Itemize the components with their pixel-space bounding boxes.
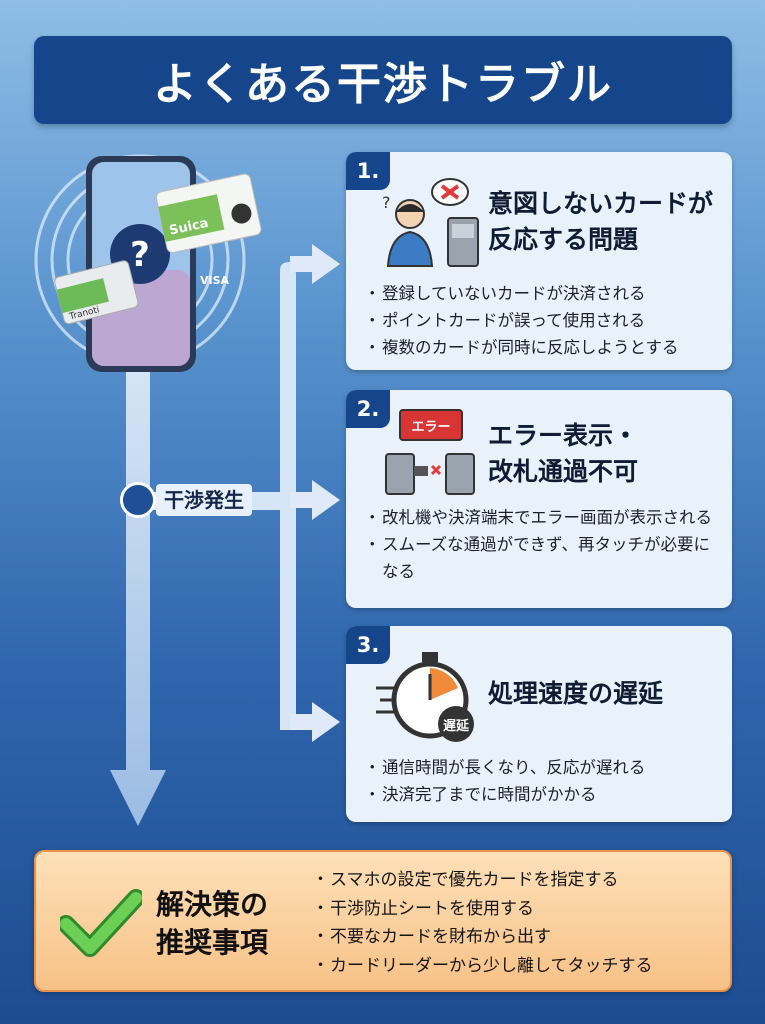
problem-card-3: 3. 遅延 処理速度の遅延 通信時間が長くなり、反応が遅れる 決済完了までに時間… [346,626,732,822]
svg-text:?: ? [382,193,391,212]
card-title-line-2: 反応する問題 [488,225,639,254]
checkmark-icon [60,889,142,957]
confused-person-icon: ? [382,178,479,267]
card-number: 1. [346,152,390,190]
card-title-line-1: エラー表示・ [488,421,639,450]
card-title-line-1: 意図しないカードが [488,189,714,218]
interference-node [120,482,156,518]
page-title: よくある干渉トラブル [153,59,613,110]
error-label: エラー [411,420,450,435]
problem-card-1: 1. ? 意図しないカードが 反応する問題 登録していないカードが決済される ポ… [346,152,732,370]
interference-label: 干渉発生 [156,484,252,516]
card-number: 2. [346,390,390,428]
list-item: カードリーダーから少し離してタッチする [312,952,652,981]
list-item: 複数のカードが同時に反応しようとする [364,334,679,361]
question-mark: ? [130,235,150,275]
list-item: ポイントカードが誤って使用される [364,307,679,334]
card-title-line-1: 処理速度の遅延 [488,679,664,708]
ticket-gate-error-icon: エラー [385,409,475,495]
list-item: 改札機や決済端末でエラー画面が表示される [364,504,722,531]
smartphone-cards-icon: ? Suica Tranoti VISA [34,154,262,372]
list-item: 登録していないカードが決済される [364,280,679,307]
phone-illustration: ? Suica Tranoti VISA [30,150,270,390]
title-banner: よくある干渉トラブル [34,36,732,124]
list-item: スマホの設定で優先カードを指定する [312,866,653,895]
list-item: 干渉防止シートを使用する [312,895,653,924]
problem-card-2: 2. エラー エラー表示・ 改札通過不可 改札機や決済端末でエラー画面が表示され… [346,390,732,608]
list-item: 不要なカードを財布から出す [312,923,653,952]
list-item: 決済完了までに時間がかかる [364,781,645,808]
solution-title-line-2: 推奨事項 [156,926,269,959]
card-number: 3. [346,626,390,664]
list-item: スムーズな通過ができず、再タッチが必要になる [364,531,722,585]
card-title-line-2: 改札通過不可 [488,457,639,486]
solution-title-line-1: 解決策の [156,888,269,921]
list-item: 通信時間が長くなり、反応が遅れる [364,754,645,781]
stopwatch-icon: 遅延 [376,652,474,742]
delay-label: 遅延 [443,718,470,734]
solution-box: 解決策の 推奨事項 スマホの設定で優先カードを指定する 干渉防止シートを使用する… [34,850,732,992]
visa-label: VISA [200,274,230,287]
